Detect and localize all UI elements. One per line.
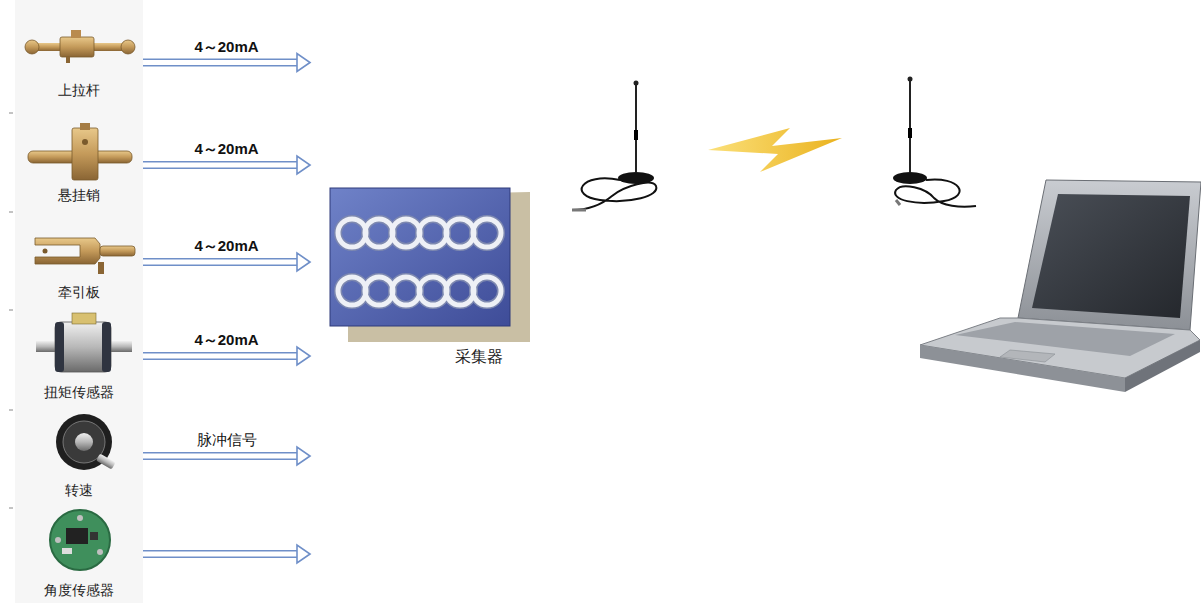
arrow-head bbox=[297, 447, 310, 465]
collector-node: 采集器 bbox=[310, 30, 540, 590]
arrow-shaft-fill bbox=[143, 454, 299, 459]
arrow-shaft-outline bbox=[143, 452, 299, 460]
arrow-head bbox=[297, 545, 310, 563]
laptop-icon bbox=[920, 180, 1201, 392]
signal-label: 4～20mA bbox=[194, 237, 258, 255]
arrow-shaft-fill bbox=[143, 163, 299, 168]
arrow-head bbox=[297, 253, 310, 271]
device-label: 采集器 bbox=[455, 348, 503, 366]
sensor-label: 角度传感器 bbox=[15, 581, 143, 599]
arrow-shaft-outline bbox=[143, 550, 299, 558]
arrow-shaft-fill bbox=[143, 60, 299, 65]
arrow-shaft-fill bbox=[143, 354, 299, 359]
signal-label: 4～20mA bbox=[194, 331, 258, 349]
torque-sensor-icon bbox=[36, 313, 132, 372]
wireless-bolt bbox=[708, 128, 842, 172]
collector-box bbox=[330, 188, 530, 342]
sensor-node: 转速 bbox=[15, 412, 143, 500]
arrow-head bbox=[297, 54, 310, 72]
signal-arrow bbox=[143, 447, 310, 465]
sensor-node: 角度传感器 bbox=[15, 508, 143, 600]
angle-sensor-icon bbox=[50, 510, 110, 570]
traction-plate-icon bbox=[35, 238, 135, 274]
arrow-shaft-outline bbox=[143, 258, 299, 266]
sensor-node: 牵引板 bbox=[15, 222, 143, 302]
column-background bbox=[15, 0, 143, 603]
signal-label: 4～20mA bbox=[194, 140, 258, 158]
sensor-label: 转速 bbox=[15, 481, 143, 499]
arrow-shaft-fill bbox=[143, 260, 299, 265]
tick-marks bbox=[9, 113, 13, 508]
signal-arrow bbox=[143, 347, 310, 365]
signal-label: 4～20mA bbox=[194, 38, 258, 56]
sensor-node: 悬挂销 bbox=[15, 125, 143, 205]
sensor-label: 牵引板 bbox=[15, 283, 143, 301]
arrow-shaft-outline bbox=[143, 161, 299, 169]
signal-arrow bbox=[143, 545, 310, 563]
arrow-head bbox=[297, 156, 310, 174]
signal-arrow bbox=[143, 156, 310, 174]
arrow-shaft-fill bbox=[143, 552, 299, 557]
pull-rod-icon bbox=[25, 30, 135, 63]
encoder-icon bbox=[56, 414, 116, 470]
suspension-pin-icon bbox=[28, 123, 132, 180]
signal-arrow bbox=[143, 253, 310, 271]
antenna-icon bbox=[893, 77, 976, 207]
sensor-node: 扭矩传感器 bbox=[15, 310, 143, 402]
sensor-label: 上拉杆 bbox=[15, 81, 143, 99]
signal-label: 脉冲信号 bbox=[197, 431, 257, 449]
arrow-shaft-outline bbox=[143, 352, 299, 360]
antenna-icon bbox=[572, 81, 656, 211]
arrow-head bbox=[297, 347, 310, 365]
sensor-label: 扭矩传感器 bbox=[15, 383, 143, 401]
signal-arrow bbox=[143, 54, 310, 72]
sensor-label: 悬挂销 bbox=[15, 186, 143, 204]
arrow-shaft-outline bbox=[143, 59, 299, 67]
sensor-node: 上拉杆 bbox=[15, 25, 143, 100]
